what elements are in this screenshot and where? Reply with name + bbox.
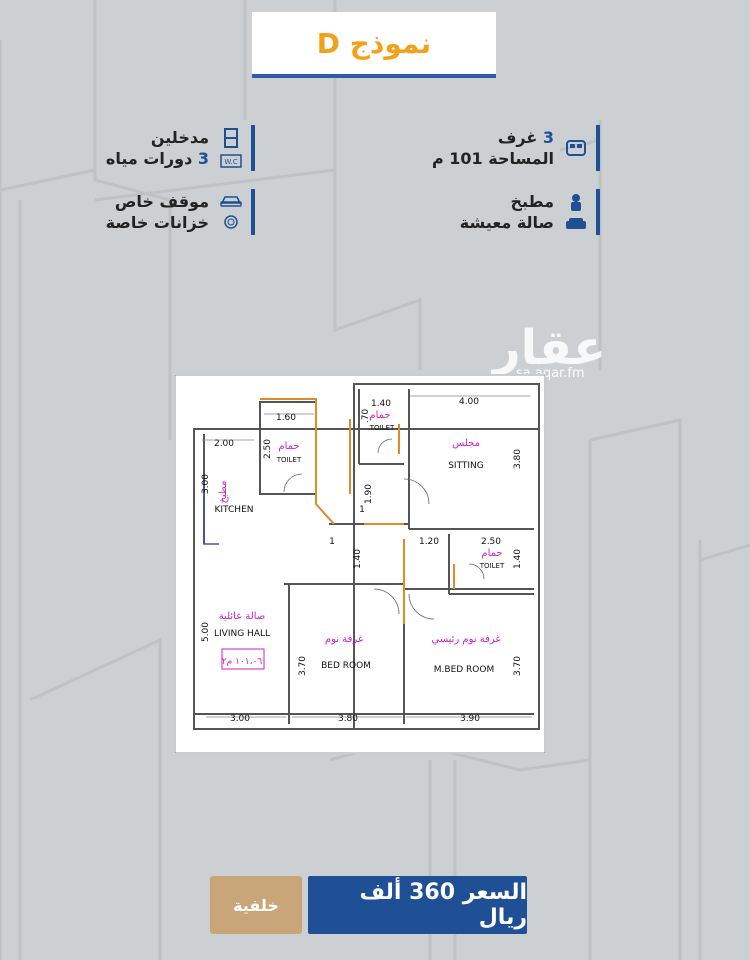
toilet2-label: TOILET	[276, 456, 302, 464]
chef-icon	[571, 194, 581, 211]
dim-label: 1.40	[513, 549, 523, 569]
feature-divider	[596, 189, 600, 235]
toilet3-label: TOILET	[479, 562, 505, 570]
sofa-icon	[566, 218, 586, 229]
floor-plan-drawing: مجلس حمام حمام حمام صالة عائلية غرفة نوم…	[174, 374, 546, 754]
area-plan-label: ١٠١،٠٦ م٢	[222, 657, 263, 667]
dim-label: 3.90	[460, 714, 480, 724]
majlis-label: مجلس	[452, 438, 480, 449]
rooms-label: غرف	[497, 128, 538, 147]
feature-parking-tanks: موقف خاص خزانات خاصة	[106, 186, 255, 238]
door-label: 1	[359, 505, 365, 515]
dim-label: 3.80	[513, 449, 523, 469]
wc-label: دورات مياه	[105, 149, 193, 168]
dim-label: 3.70	[513, 656, 523, 676]
kitchen-ar-label: مطبخ	[218, 480, 229, 503]
tank-icon	[224, 215, 238, 229]
model-title: نموذج D	[316, 26, 432, 60]
dim-label: 3.80	[338, 714, 358, 724]
toilet2-ar-label: حمام	[278, 441, 299, 452]
dim-label: 1.40	[371, 399, 391, 409]
watermark-logo: عقار	[493, 320, 606, 376]
svg-text:W.C: W.C	[224, 158, 237, 166]
entrances-label: مدخلين	[150, 128, 209, 147]
feature-divider	[251, 125, 255, 171]
feature-rooms-area: 3 غرف المساحة 101 م	[432, 122, 600, 174]
feature-divider	[596, 125, 600, 171]
dim-label: 1.60	[276, 413, 296, 423]
dim-label: 5.00	[201, 622, 211, 642]
dim-label: 2.50	[263, 439, 273, 459]
wc-count: 3	[197, 149, 209, 168]
living-label-en: LIVING HALL	[214, 629, 270, 639]
toilet1-ar-label: حمام	[369, 410, 390, 421]
bed-label-en: BED ROOM	[321, 661, 371, 671]
door-icon	[224, 128, 238, 148]
car-icon	[220, 196, 242, 207]
wc-icon: W.C	[220, 154, 242, 168]
feature-entrances-wc: W.C مدخلين 3 دورات مياه	[106, 122, 255, 174]
model-title-card: نموذج D	[252, 12, 496, 78]
dim-label: 2.00	[214, 439, 234, 449]
dim-label: 4.00	[459, 397, 479, 407]
dim-label: 3.00	[201, 474, 211, 494]
bed-ar-label: غرفة نوم	[325, 634, 363, 645]
sitting-label: SITTING	[448, 461, 484, 471]
kitchen-label-en: KITCHEN	[215, 505, 254, 515]
feature-divider	[251, 189, 255, 235]
parking-label: موقف خاص	[114, 192, 209, 211]
toilet1-label: TOILET	[369, 424, 395, 432]
dim-label: 3.70	[298, 656, 308, 676]
dim-label: 3.00	[230, 714, 250, 724]
dim-label: 1.20	[419, 537, 439, 547]
kitchen-label: مطبخ	[510, 192, 554, 211]
dim-label: 1.40	[353, 549, 363, 569]
dim-label: .70	[361, 409, 371, 424]
area-label: المساحة 101 م	[431, 149, 554, 168]
toilet3-ar-label: حمام	[481, 548, 502, 559]
dim-label: 2.50	[481, 537, 501, 547]
back-button[interactable]: خلفية	[210, 876, 302, 934]
mbed-label-en: M.BED ROOM	[434, 665, 494, 675]
living-label: صالة معيشة	[459, 213, 554, 232]
tanks-label: خزانات خاصة	[105, 213, 209, 232]
living-ar-label: صالة عائلية	[219, 611, 266, 622]
rooms-count: 3	[542, 128, 554, 147]
dim-label: 1.90	[364, 484, 374, 504]
feature-kitchen-living: مطبخ صالة معيشة	[460, 186, 600, 238]
door-label: 1	[329, 537, 335, 547]
floor-plan: مجلس حمام حمام حمام صالة عائلية غرفة نوم…	[174, 374, 546, 754]
bed-icon	[566, 140, 586, 156]
price-button[interactable]: السعر 360 ألف ريال	[308, 876, 527, 934]
mbed-ar-label: غرفة نوم رئيسي	[431, 634, 500, 645]
